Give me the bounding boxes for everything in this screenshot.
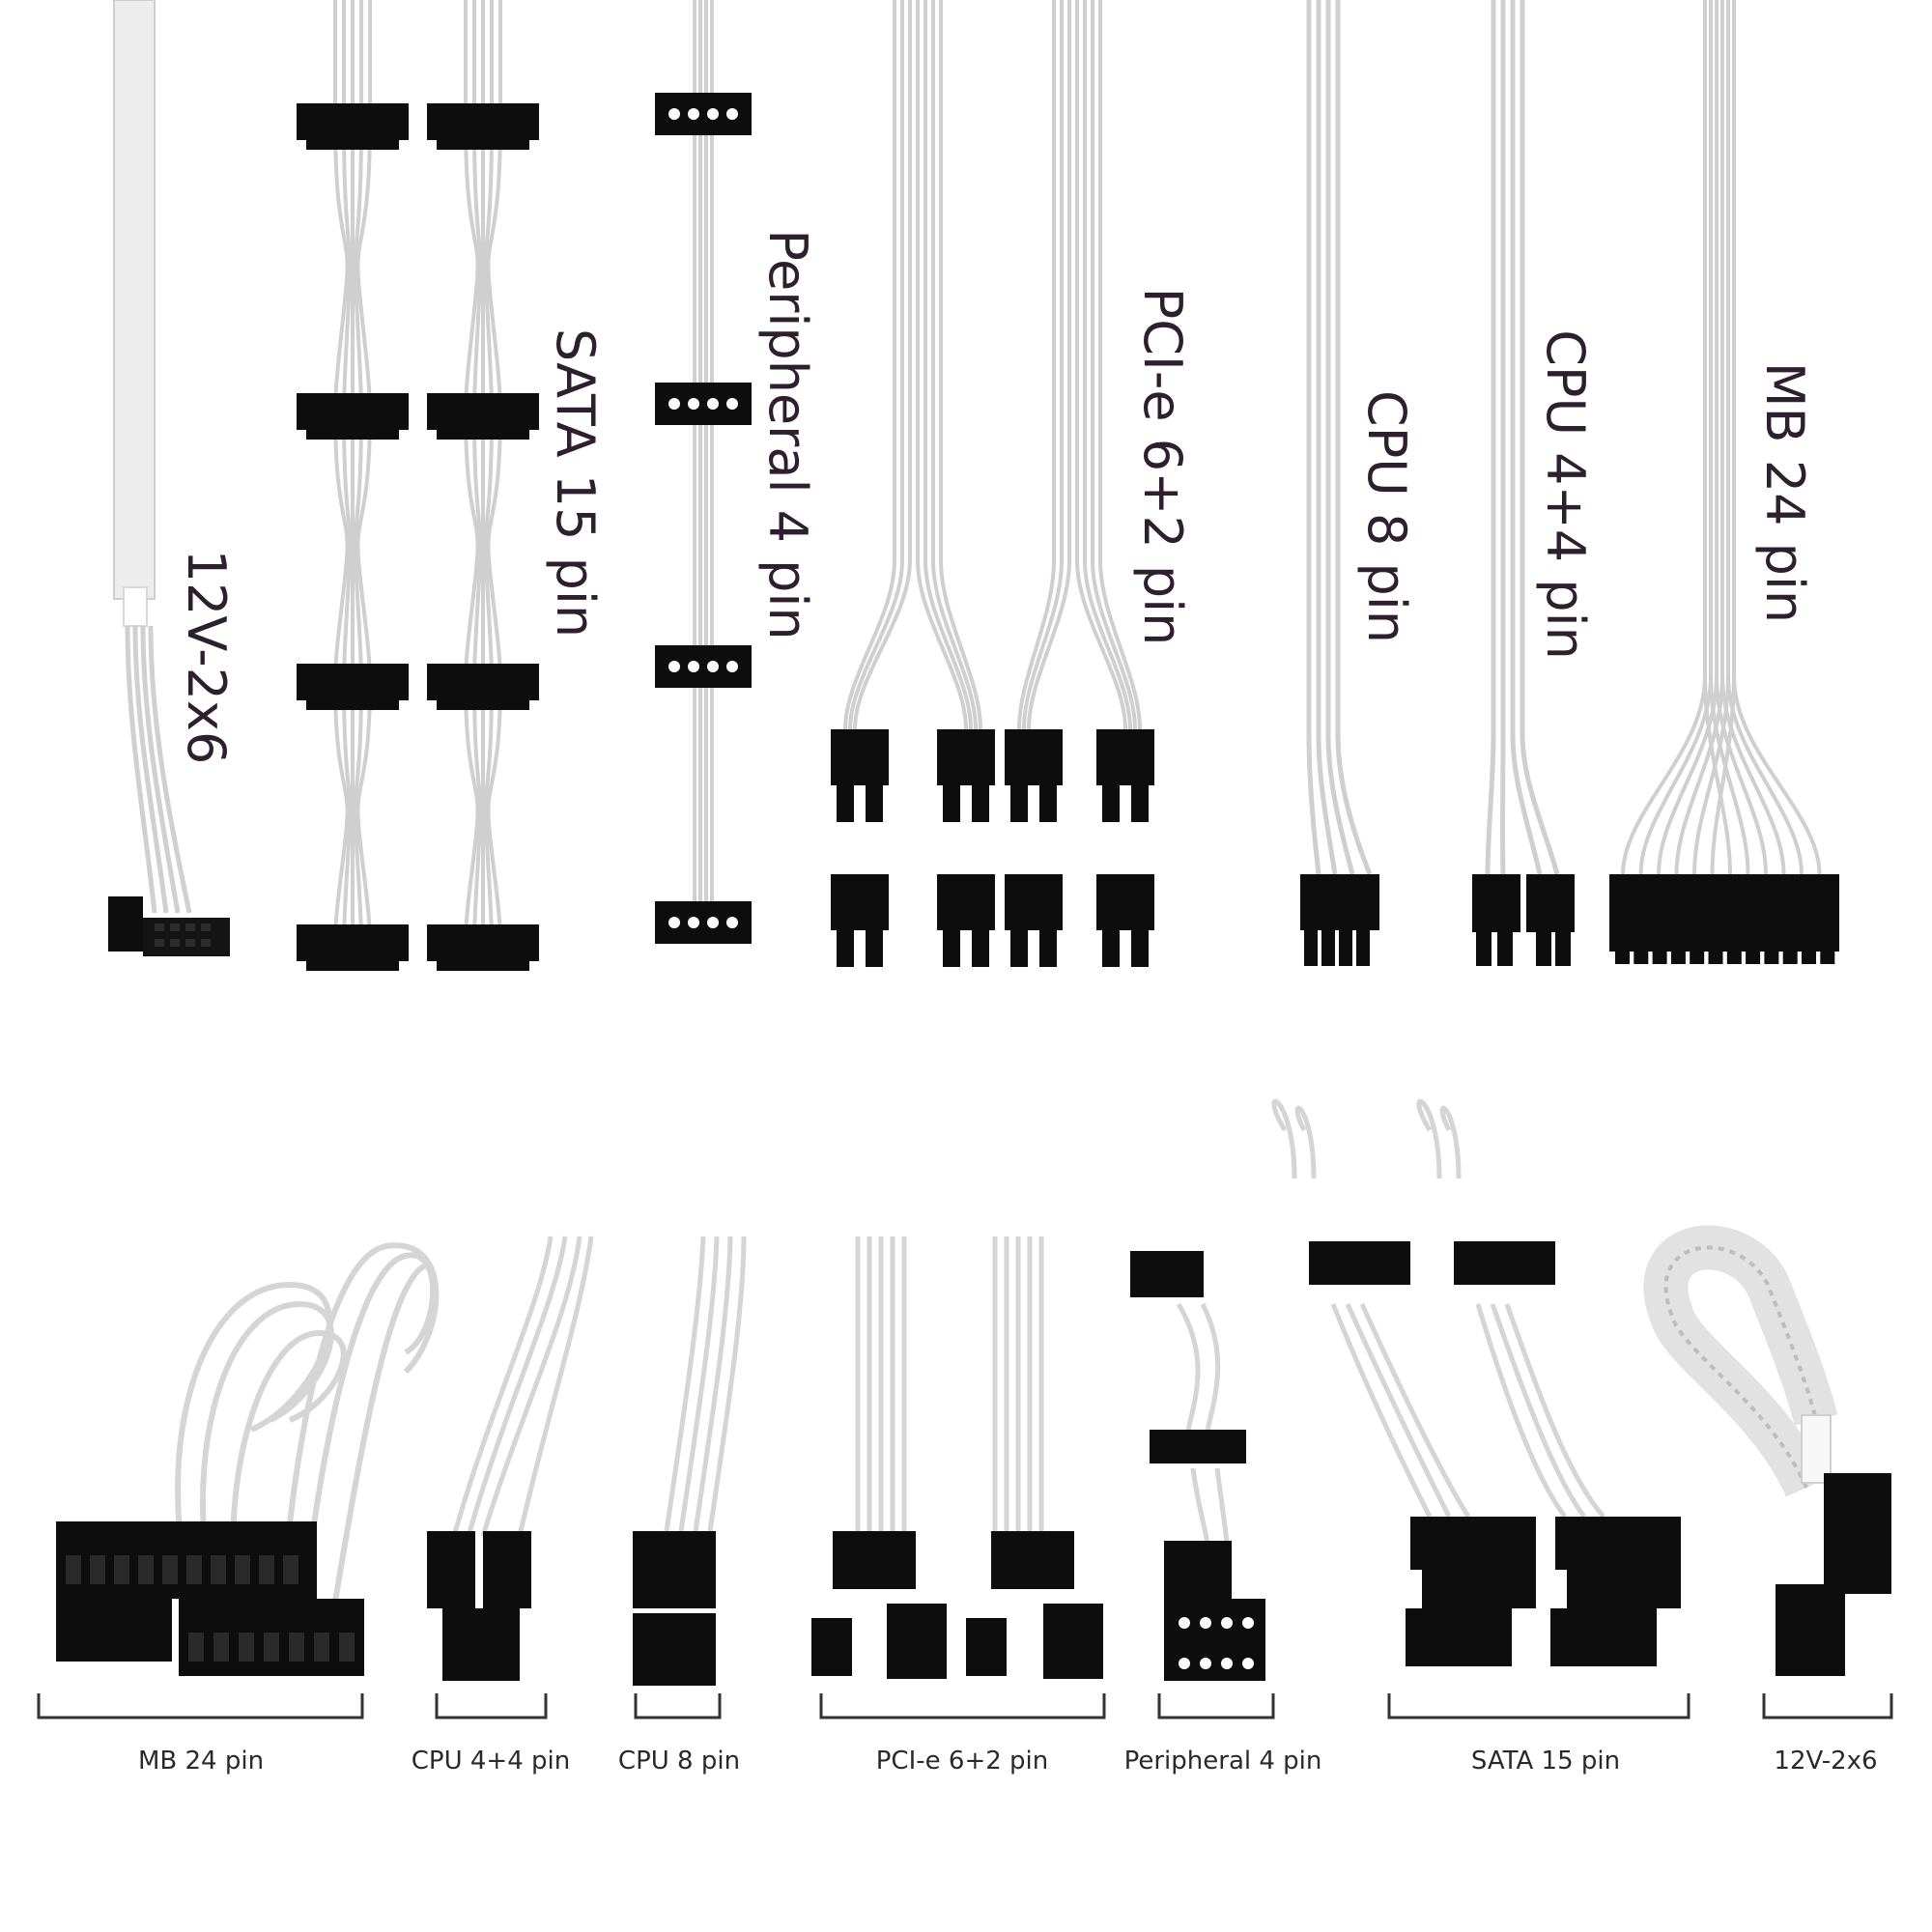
connector-sata-b1-bottom [1454,1241,1555,1285]
connector-pcie-2-2-2-top [1096,874,1154,930]
cable-cpu8-bottom [633,1236,747,1686]
connector-pcie-2-1-2-top [1005,874,1063,930]
connector-12v-top [108,896,143,952]
cable-sata-bottom [1271,1098,1681,1666]
connector-sata-a2-bottom [1410,1517,1536,1570]
cable-mb24-top [1609,0,1839,964]
connector-pcie-1-2-1-top [937,729,995,785]
cable-peripheral-bottom [1130,1251,1265,1681]
connector-peripheral-a-bottom [1130,1251,1204,1297]
connector-pcie-1-1-2-top [831,874,889,930]
connector-pcie-2-2-1-top [1096,729,1154,785]
label-peripheral-bottom: Peripheral 4 pin [1123,1747,1322,1776]
connector-cpu8-top [1300,874,1379,930]
cable-mb24-bottom [56,1242,440,1676]
label-mb24-top: MB 24 pin [1754,361,1815,624]
label-peripheral-top: Peripheral 4 pin [757,229,818,640]
connector-cpu8-bottom [633,1531,716,1608]
connector-pcie-a-bottom [833,1531,916,1589]
label-cpu8-bottom: CPU 8 pin [617,1747,741,1776]
connector-pcie-1-1-1-top [831,729,889,785]
cable-sata-top [297,0,539,971]
cable-cpu44-bottom [427,1236,594,1681]
cable-pcie-top [831,0,1154,967]
heat-shrink [123,586,148,627]
label-pcie-bottom: PCI-e 6+2 pin [875,1747,1049,1776]
cable-cpu8-top [1300,0,1379,966]
label-12v-2x6-top: 12V-2x6 [176,549,237,765]
connector-sata-2-3-top [427,664,539,700]
label-sata-top: SATA 15 pin [545,327,606,639]
label-sata-bottom: SATA 15 pin [1470,1747,1621,1776]
connector-sata-1-2-top [297,393,409,430]
label-12v-2x6-bottom: 12V-2x6 [1774,1747,1878,1776]
connector-sata-2-2-top [427,393,539,430]
cable-12v-2x6-top [108,0,230,956]
connector-sata-1-3-top [297,664,409,700]
connector-sata-1-1-top [297,103,409,140]
connector-sata-2-4-top [427,924,539,961]
connector-cpu4-b-bottom [483,1531,531,1608]
connector-12v-bottom [1824,1473,1891,1594]
label-pcie-top: PCI-e 6+2 pin [1132,287,1193,646]
connector-sata-b2-bottom [1555,1517,1681,1570]
cable-cpu44-top [1472,0,1575,966]
connector-pcie-1-2-2-top [937,874,995,930]
braided-sleeve [113,0,156,600]
connector-cpu4-b-top [1526,874,1575,932]
label-cpu8-top: CPU 8 pin [1356,390,1417,643]
connector-mb24-top [1609,874,1839,952]
connector-sata-2-1-top [427,103,539,140]
connector-sata-a1-bottom [1309,1241,1410,1285]
label-cpu44-bottom: CPU 4+4 pin [411,1747,571,1776]
label-mb24-bottom: MB 24 pin [137,1747,265,1776]
connector-cpu4-a-bottom [427,1531,475,1608]
braided-sleeve-bottom [1643,1225,1838,1497]
cable-pcie-bottom [811,1236,1103,1679]
connector-pcie-b-bottom [991,1531,1074,1589]
cable-peripheral-top [655,0,752,944]
connector-pcie-2-1-1-top [1005,729,1063,785]
label-cpu44-top: CPU 4+4 pin [1535,329,1596,660]
connector-cpu4-a-top [1472,874,1520,932]
label-brackets [37,1693,1893,1719]
connector-sata-1-4-top [297,924,409,961]
cable-12v-2x6-bottom [1643,1225,1891,1676]
